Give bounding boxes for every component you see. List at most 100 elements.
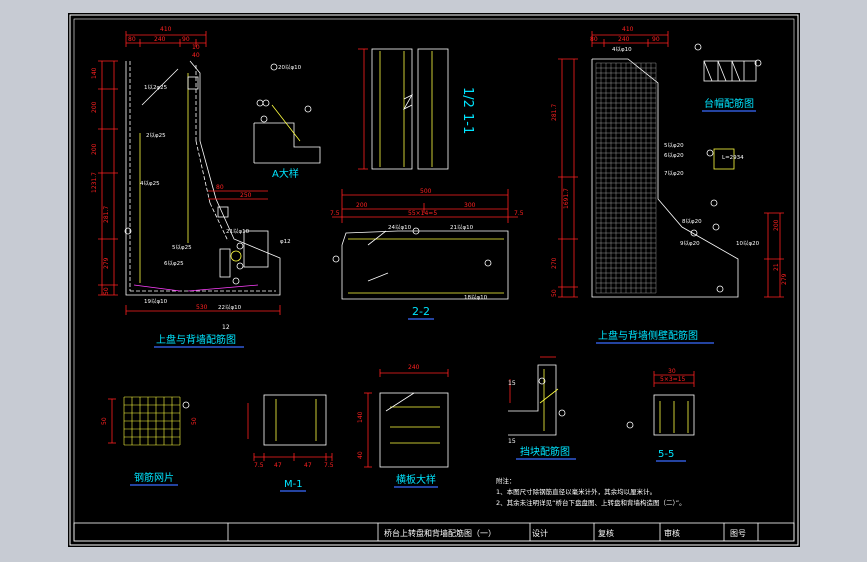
ribbon-title: 横板大样 [396, 473, 436, 486]
detail-a [253, 99, 321, 164]
corbel-view [694, 43, 762, 170]
section-11-title: 1-1 [460, 113, 475, 134]
label-drawing-no: 图号 [730, 529, 746, 538]
title-block [73, 522, 795, 542]
baffle-view [508, 356, 566, 436]
note-main-7: 21以φ10 [226, 229, 250, 235]
dim-main-left-3: 1231.7 [91, 172, 98, 193]
dim-ribbon-0: 240 [408, 364, 420, 371]
section-11-half: 1/2 [460, 87, 475, 108]
dim-baffle-1: 15 [508, 438, 516, 445]
dim-side-left-2: 270 [551, 257, 558, 269]
label-review: 复核 [598, 528, 614, 538]
cad-drawing: 上盘与背墙配筋图 上盘与背墙侧壁配筋图 台帽配筋图 钢筋网片 M-1 横板大样 … [69, 14, 799, 546]
dim-22-2: 300 [464, 202, 476, 209]
dim-22-1: 200 [356, 202, 368, 209]
side-view-title: 上盘与背墙侧壁配筋图 [598, 329, 698, 342]
section-55-title: 5-5 [658, 449, 674, 460]
dim-22-0: 500 [420, 188, 432, 195]
dim-side-top-1: 80 [590, 36, 598, 43]
m1-title: M-1 [284, 479, 303, 490]
dim-m1-1: 47 [274, 462, 282, 469]
dim-side-top-3: 90 [652, 36, 660, 43]
corbel-title: 台帽配筋图 [704, 97, 754, 110]
note-side-3: 7以φ20 [664, 171, 684, 177]
note-22-0: 24以φ10 [388, 225, 412, 231]
dim-side-left-3: 50 [551, 289, 558, 297]
dim-main-inner-2: 12 [222, 324, 230, 331]
dim-55-0: 30 [668, 368, 676, 375]
dim-ribbon-1: 140 [357, 411, 364, 423]
mesh-title: 钢筋网片 [134, 471, 174, 484]
dim-main-bottom: 530 [196, 304, 208, 311]
dim-main-left-0: 140 [91, 67, 98, 79]
section-55 [626, 371, 695, 436]
dim-side-top-2: 240 [618, 36, 630, 43]
drawing-title: 桥台上转盘和背墙配筋图（一） [384, 528, 496, 538]
note-main-0: 1以2φ25 [144, 85, 168, 91]
dim-main-top-5: 40 [192, 52, 200, 59]
dim-main-left-1: 200 [91, 101, 98, 113]
section-11 [358, 48, 449, 170]
outer-frame [69, 14, 799, 546]
note-side-6: 10以φ20 [736, 241, 760, 247]
note-22-1: 21以φ10 [450, 225, 474, 231]
dim-22-4: 55×14=5 [408, 210, 437, 217]
section-22 [332, 189, 518, 300]
note-main-1: 2以φ25 [146, 133, 166, 139]
baffle-title: 挡块配筋图 [520, 445, 570, 458]
dim-main-left-2: 200 [91, 143, 98, 155]
dim-side-top-0: 410 [622, 26, 634, 33]
dim-main-top-4: 10 [192, 44, 200, 51]
dim-side-right-0: 200 [773, 219, 780, 231]
dim-side-left-1: 1691.7 [563, 188, 570, 209]
dim-ribbon-2: 40 [357, 451, 364, 459]
dim-mesh-1: 50 [191, 417, 198, 425]
notes-heading: 附注： [496, 476, 516, 485]
m1-view [247, 394, 333, 461]
drawing-sheet: 上盘与背墙配筋图 上盘与背墙侧壁配筋图 台帽配筋图 钢筋网片 M-1 横板大样 … [68, 13, 800, 547]
dim-main-inner-1: 250 [240, 192, 252, 199]
note-main-9: φ12 [280, 239, 291, 245]
dim-main-left-5: 279 [103, 257, 110, 269]
note-side-0: 4以φ10 [612, 47, 632, 53]
label-audit: 审核 [664, 528, 680, 538]
note-main-5: 19以φ10 [144, 299, 168, 305]
dim-main-left-4: 281.7 [103, 206, 110, 223]
notes-line-2: 2、其余未注明详见“桥台下盘盘图、上转盘和背墙构造图（二）”。 [496, 498, 686, 507]
dim-m1-0: 7.5 [254, 462, 264, 469]
dim-main-left-6: 50 [103, 287, 110, 295]
note-side-5: 9以φ20 [680, 241, 700, 247]
note-main-6: 20以φ10 [278, 65, 302, 71]
section-22-title: 2-2 [412, 305, 430, 318]
note-22-2: 18以φ10 [464, 295, 488, 301]
dim-mesh-0: 50 [101, 417, 108, 425]
dim-22-3: 7.5 [330, 210, 340, 217]
note-main-8: 22以φ10 [218, 305, 242, 311]
dim-55-1: 5×3=15 [660, 376, 686, 383]
dim-main-top-0: 410 [160, 26, 172, 33]
note-side-1: 5以φ20 [664, 143, 684, 149]
dim-m1-2: 47 [304, 462, 312, 469]
dim-side-right-2: 279 [781, 273, 788, 285]
mesh-view [108, 396, 190, 446]
side-view [558, 31, 784, 298]
note-side-2: 6以φ20 [664, 153, 684, 159]
ribbon-view [364, 369, 449, 468]
notes-line-1: 1、本图尺寸除钢筋直径以毫米计外，其余均以厘米计。 [496, 487, 656, 496]
note-side-4: 8以φ20 [682, 219, 702, 225]
note-main-2: 4以φ25 [140, 181, 160, 187]
inner-frame [73, 18, 795, 542]
dim-baffle-0: 15 [508, 380, 516, 387]
label-design: 设计 [532, 528, 548, 538]
dim-main-inner-0: 80 [216, 184, 224, 191]
main-view-title: 上盘与背墙配筋图 [156, 333, 236, 346]
note-main-3: 5以φ25 [172, 245, 192, 251]
dim-side-right-1: 21 [773, 263, 780, 271]
dim-main-top-3: 90 [182, 36, 190, 43]
note-corbel-0: L=2934 [722, 155, 744, 161]
dim-main-top-1: 80 [128, 36, 136, 43]
dim-m1-3: 7.5 [324, 462, 334, 469]
dim-22-5: 7.5 [514, 210, 524, 217]
note-main-4: 6以φ25 [164, 261, 184, 267]
